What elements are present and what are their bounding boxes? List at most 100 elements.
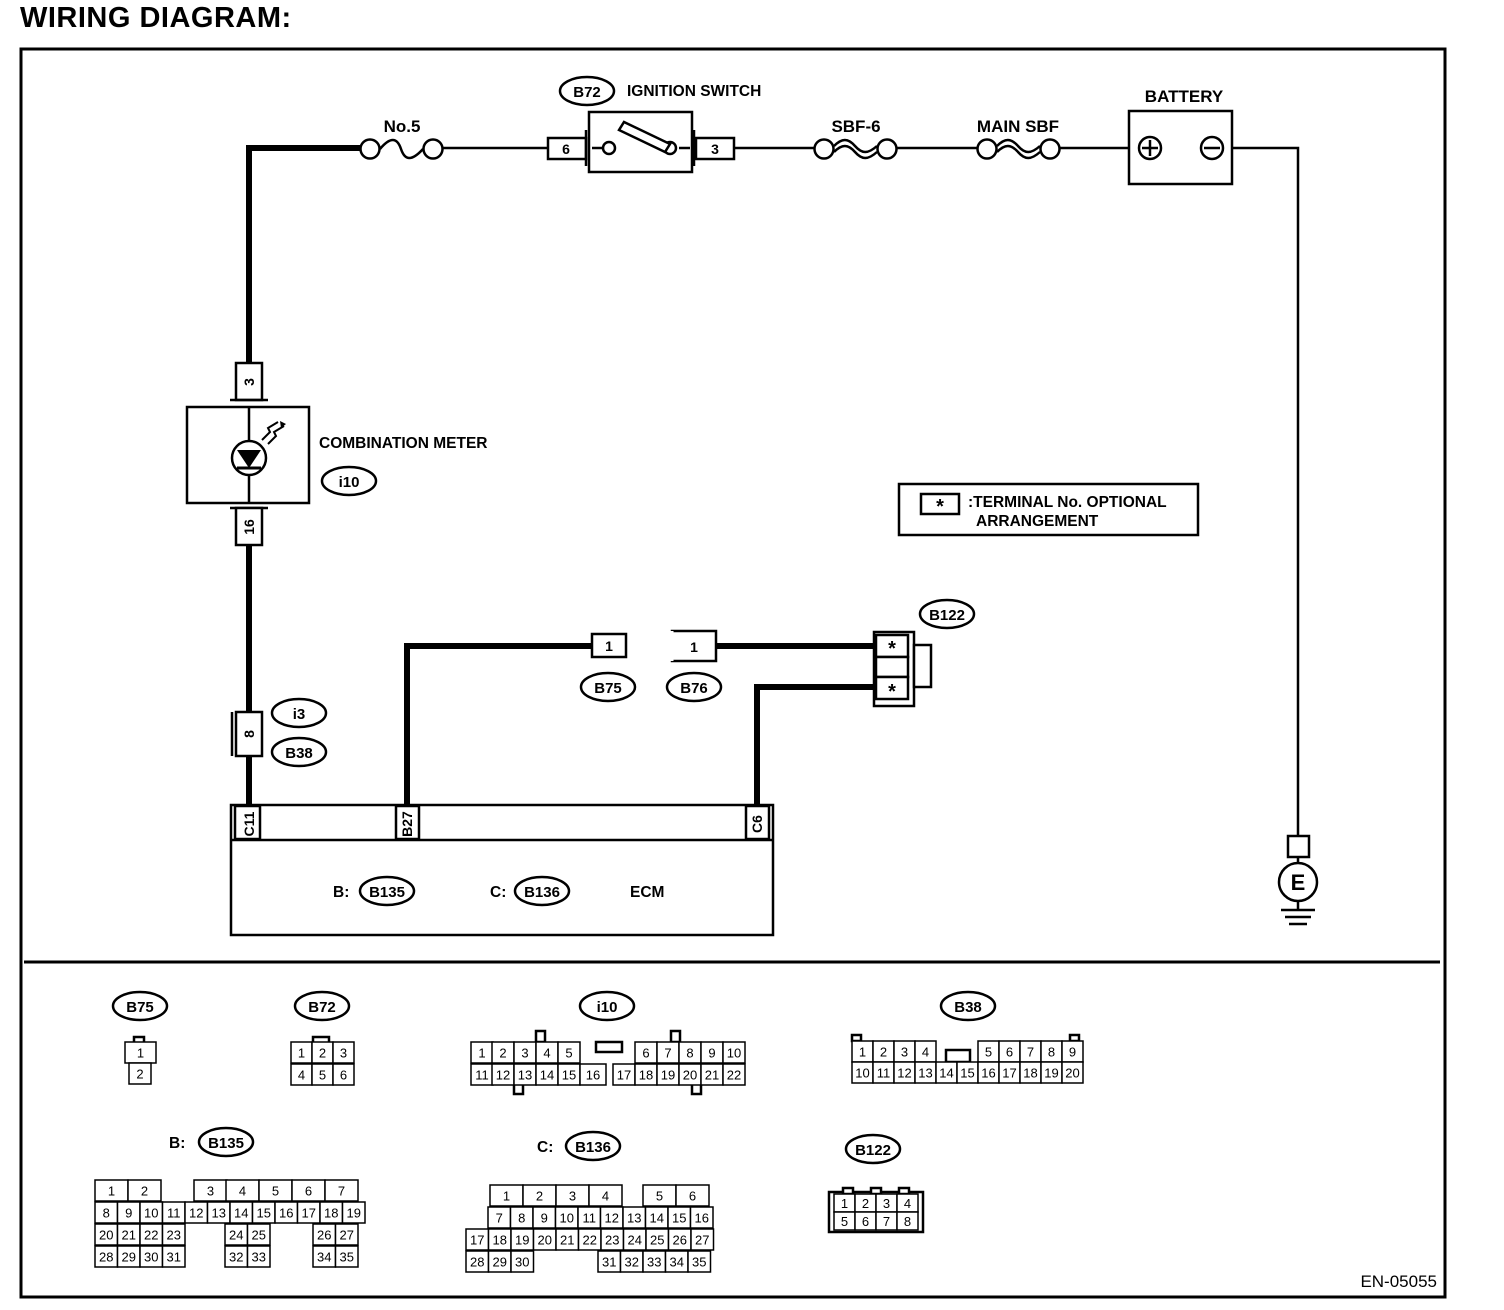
svg-text:B:: B: — [333, 884, 349, 901]
i10-pin-17: 17 — [617, 1068, 631, 1083]
b136-pin-28: 28 — [470, 1255, 484, 1270]
b136-pin-cell — [675, 1184, 710, 1207]
b135-pin-20: 20 — [99, 1228, 113, 1243]
b135-pin-6: 6 — [305, 1184, 312, 1199]
svg-text:COMBINATION METER: COMBINATION METER — [319, 435, 487, 452]
b135-pin-22: 22 — [144, 1228, 158, 1243]
ecm: C11 B27 C6 B: B135 C: B136 ECM — [229, 803, 775, 937]
view-b135-name: B135 — [208, 1135, 244, 1152]
b38-pin-1: 1 — [859, 1045, 866, 1060]
fuse-main-sbf: MAIN SBF — [976, 117, 1061, 160]
b122-pin-3: 3 — [883, 1196, 890, 1211]
combination-meter: 3 COMBINATION METER i10 16 — [185, 361, 487, 547]
connector-b75: 1 B75 — [579, 632, 637, 703]
b136-pin-cell — [690, 1228, 715, 1251]
b136-pin-5: 5 — [656, 1189, 663, 1204]
ground-symbol: E — [1277, 834, 1319, 926]
b136-pin-26: 26 — [673, 1233, 687, 1248]
b135-pin-cell — [334, 1245, 359, 1268]
b38-pin-18: 18 — [1023, 1066, 1037, 1081]
b136-pin-8: 8 — [518, 1211, 525, 1226]
connector-b122: B122 * * — [872, 598, 976, 708]
b136-pin-2: 2 — [536, 1189, 543, 1204]
wire-c6-b122 — [754, 684, 874, 806]
b136-pin-24: 24 — [628, 1233, 642, 1248]
svg-text:B122: B122 — [929, 607, 965, 624]
b38-pin-14: 14 — [939, 1066, 953, 1081]
b136-pin-20: 20 — [538, 1233, 552, 1248]
b38-pin-12: 12 — [897, 1066, 911, 1081]
b136-pin-29: 29 — [493, 1255, 507, 1270]
b136-pin-21: 21 — [560, 1233, 574, 1248]
b135-pin-1: 1 — [108, 1184, 115, 1199]
b136-pin-35: 35 — [692, 1255, 706, 1270]
i10-pin-16: 16 — [586, 1068, 600, 1083]
b72-pin-cell — [332, 1063, 355, 1086]
i10-pin-1: 1 — [478, 1046, 485, 1061]
b38-pin-15: 15 — [960, 1066, 974, 1081]
b135-pin-9: 9 — [125, 1206, 132, 1221]
i10-pin-12: 12 — [496, 1068, 510, 1083]
svg-text:8: 8 — [241, 730, 257, 738]
svg-text:1: 1 — [605, 638, 613, 654]
legend-symbol: * — [936, 496, 944, 518]
b38-pin-5: 5 — [985, 1045, 992, 1060]
b75-pin-cell — [128, 1062, 152, 1085]
svg-text:C11: C11 — [241, 811, 257, 836]
i10-pin-7: 7 — [664, 1046, 671, 1061]
b72-pin-1: 1 — [298, 1046, 305, 1061]
b135-pin-26: 26 — [317, 1228, 331, 1243]
svg-text:B135: B135 — [369, 884, 405, 901]
b135-pin-29: 29 — [122, 1250, 136, 1265]
view-i10-name: i10 — [597, 999, 618, 1016]
b122-pin-8: 8 — [904, 1214, 911, 1229]
i10-pin-10: 10 — [727, 1046, 741, 1061]
i10-pin-cell — [722, 1041, 746, 1064]
ignition-switch: B72 IGNITION SWITCH 6 3 — [546, 75, 761, 174]
b135-pin-5: 5 — [272, 1184, 279, 1199]
svg-text:C6: C6 — [749, 815, 765, 833]
svg-text:C:: C: — [490, 884, 506, 901]
b136-pin-cell — [510, 1250, 535, 1273]
b136-pin-30: 30 — [515, 1255, 529, 1270]
b122-pin-1: 1 — [841, 1196, 848, 1211]
b136-pin-17: 17 — [470, 1233, 484, 1248]
i10-pin-14: 14 — [540, 1068, 554, 1083]
b136-pin-18: 18 — [493, 1233, 507, 1248]
b136-pin-4: 4 — [602, 1189, 609, 1204]
i10-pin-cell — [557, 1041, 581, 1064]
b135-pin-23: 23 — [167, 1228, 181, 1243]
svg-text:MAIN SBF: MAIN SBF — [977, 117, 1059, 136]
b136-pin-1: 1 — [503, 1189, 510, 1204]
b38-pin-6: 6 — [1006, 1045, 1013, 1060]
b75-pin-2: 2 — [136, 1067, 143, 1082]
b38-pin-cell — [1061, 1061, 1084, 1084]
connector-b76: 1 B76 — [665, 629, 723, 703]
b136-pin-34: 34 — [670, 1255, 684, 1270]
b38-pin-10: 10 — [855, 1066, 869, 1081]
b135-pin-12: 12 — [189, 1206, 203, 1221]
view-b75-name: B75 — [126, 999, 154, 1016]
page-title: WIRING DIAGRAM: — [20, 2, 292, 34]
wire-meter-feed — [246, 145, 360, 363]
i10-pin-22: 22 — [727, 1068, 741, 1083]
b135-pin-15: 15 — [257, 1206, 271, 1221]
fuse-sbf6: SBF-6 — [813, 117, 898, 160]
b136-pin-3: 3 — [569, 1189, 576, 1204]
svg-text::TERMINAL No. OPTIONAL: :TERMINAL No. OPTIONAL — [968, 494, 1167, 511]
b136-pin-15: 15 — [672, 1211, 686, 1226]
b136-pin-16: 16 — [695, 1211, 709, 1226]
i10-pin-21: 21 — [705, 1068, 719, 1083]
b135-pin-11: 11 — [167, 1206, 181, 1221]
svg-text:16: 16 — [241, 519, 257, 535]
b136-pin-22: 22 — [583, 1233, 597, 1248]
b135-pin-30: 30 — [144, 1250, 158, 1265]
ignition-switch-connector-oval — [558, 75, 616, 107]
b135-pin-cell — [324, 1179, 359, 1202]
i10-pin-9: 9 — [708, 1046, 715, 1061]
b136-pin-19: 19 — [515, 1233, 529, 1248]
svg-text:E: E — [1291, 870, 1306, 895]
b136-pin-9: 9 — [541, 1211, 548, 1226]
battery: BATTERY — [1127, 87, 1234, 186]
